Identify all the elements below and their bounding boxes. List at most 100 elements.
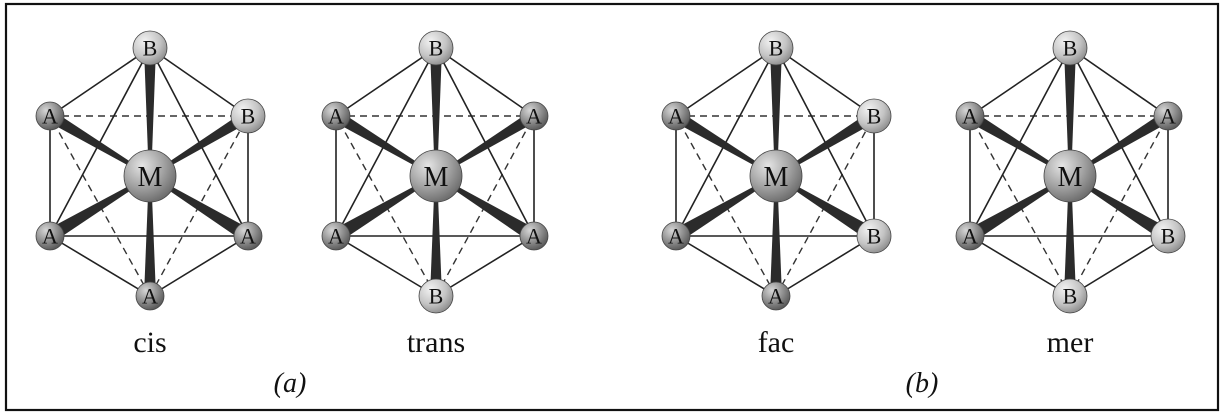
- ligand-label-lower-left: A: [962, 224, 978, 249]
- ligand-label-upper-right: A: [1160, 104, 1176, 129]
- bond-top: [770, 48, 782, 176]
- octahedron-edge: [675, 235, 777, 297]
- ligand-atom-bottom: [761, 281, 791, 311]
- bond-upper-right: [775, 110, 878, 177]
- octahedron-edge: [969, 235, 1071, 297]
- structure-cis: B A B A A A M: [35, 30, 266, 311]
- ligand-atom-lower-left: [955, 221, 985, 251]
- ligand-atom-lower-left: [661, 221, 691, 251]
- bond-upper-left: [966, 110, 1071, 177]
- octahedron-edge: [1069, 47, 1169, 117]
- ligand-atom-bottom: [418, 278, 454, 314]
- ligand-label-top: B: [1063, 36, 1078, 61]
- ligand-label-lower-right: A: [526, 224, 542, 249]
- ligand-label-upper-right: B: [241, 104, 256, 129]
- ligand-atom-top: [132, 30, 168, 66]
- central-atom-label: M: [1058, 162, 1083, 193]
- ligand-atom-top: [1052, 30, 1088, 66]
- panel-label-b: (b): [906, 368, 939, 399]
- bond-lower-right: [1069, 175, 1172, 242]
- bond-lower-left: [46, 175, 151, 242]
- central-atom-label: M: [764, 162, 789, 193]
- bond-upper-left: [46, 110, 151, 177]
- central-atom: [123, 149, 177, 203]
- ligand-atom-upper-left: [35, 101, 65, 131]
- ligand-label-upper-left: A: [962, 104, 978, 129]
- bond-top: [430, 48, 442, 176]
- ligand-label-bottom: A: [142, 284, 158, 309]
- bond-top: [1064, 48, 1076, 176]
- caption-mer: mer: [1047, 326, 1094, 359]
- bond-top: [144, 48, 156, 176]
- ligand-atom-lower-left: [321, 221, 351, 251]
- ligand-label-lower-left: A: [42, 224, 58, 249]
- ligand-atom-bottom: [1052, 278, 1088, 314]
- ligand-atom-upper-left: [321, 101, 351, 131]
- bond-bottom: [430, 176, 442, 296]
- bond-upper-right: [1069, 110, 1172, 177]
- octahedron-edge: [149, 235, 249, 297]
- ligand-label-upper-left: A: [328, 104, 344, 129]
- central-atom: [749, 149, 803, 203]
- bond-bottom: [770, 176, 782, 296]
- ligand-label-upper-left: A: [42, 104, 58, 129]
- octahedron-edge: [49, 47, 151, 117]
- ligand-label-lower-left: A: [668, 224, 684, 249]
- ligand-label-lower-right: B: [1161, 224, 1176, 249]
- ligand-atom-lower-right: [856, 218, 892, 254]
- octahedron-edge: [1069, 235, 1169, 297]
- octahedron-edge: [775, 47, 875, 117]
- ligand-label-top: B: [429, 36, 444, 61]
- bond-bottom: [144, 176, 156, 296]
- caption-cis: cis: [133, 326, 166, 359]
- ligand-atom-lower-right: [519, 221, 549, 251]
- ligand-atom-top: [758, 30, 794, 66]
- structure-trans: B A A A A B M: [321, 30, 549, 314]
- bond-upper-left: [672, 110, 777, 177]
- bond-lower-left: [966, 175, 1071, 242]
- ligand-label-lower-right: B: [867, 224, 882, 249]
- ligand-label-upper-right: A: [526, 104, 542, 129]
- octahedron-edge: [149, 47, 249, 117]
- ligand-atom-upper-right: [519, 101, 549, 131]
- ligand-atom-upper-left: [661, 101, 691, 131]
- octahedron-edge: [335, 47, 437, 117]
- ligand-label-lower-right: A: [240, 224, 256, 249]
- ligand-atom-bottom: [135, 281, 165, 311]
- bond-bottom: [1064, 176, 1076, 296]
- structure-mer: B A A A B B M: [955, 30, 1186, 314]
- bond-lower-right: [435, 175, 538, 242]
- bond-lower-left: [332, 175, 437, 242]
- central-atom: [409, 149, 463, 203]
- octahedron-edge: [969, 47, 1071, 117]
- ligand-label-upper-right: B: [867, 104, 882, 129]
- central-atom-label: M: [138, 162, 163, 193]
- ligand-label-bottom: B: [429, 284, 444, 309]
- ligand-atom-lower-right: [1150, 218, 1186, 254]
- ligand-label-top: B: [143, 36, 158, 61]
- caption-trans: trans: [407, 326, 465, 359]
- bond-upper-right: [149, 110, 252, 177]
- panel-label-a: (a): [274, 368, 307, 399]
- octahedron-edge: [435, 235, 535, 297]
- octahedron-edge: [49, 235, 151, 297]
- ligand-label-lower-left: A: [328, 224, 344, 249]
- caption-fac: fac: [758, 326, 795, 359]
- ligand-label-bottom: B: [1063, 284, 1078, 309]
- bond-lower-right: [775, 175, 878, 242]
- octahedron-edge: [775, 235, 875, 297]
- central-atom: [1043, 149, 1097, 203]
- ligand-label-top: B: [769, 36, 784, 61]
- ligand-atom-lower-right: [233, 221, 263, 251]
- ligand-atom-upper-left: [955, 101, 985, 131]
- bond-upper-left: [332, 110, 437, 177]
- octahedron-edge: [675, 47, 777, 117]
- ligand-label-upper-left: A: [668, 104, 684, 129]
- octahedron-edge: [435, 47, 535, 117]
- ligand-atom-upper-right: [856, 98, 892, 134]
- bond-lower-left: [672, 175, 777, 242]
- central-atom-label: M: [424, 162, 449, 193]
- bond-lower-right: [149, 175, 252, 242]
